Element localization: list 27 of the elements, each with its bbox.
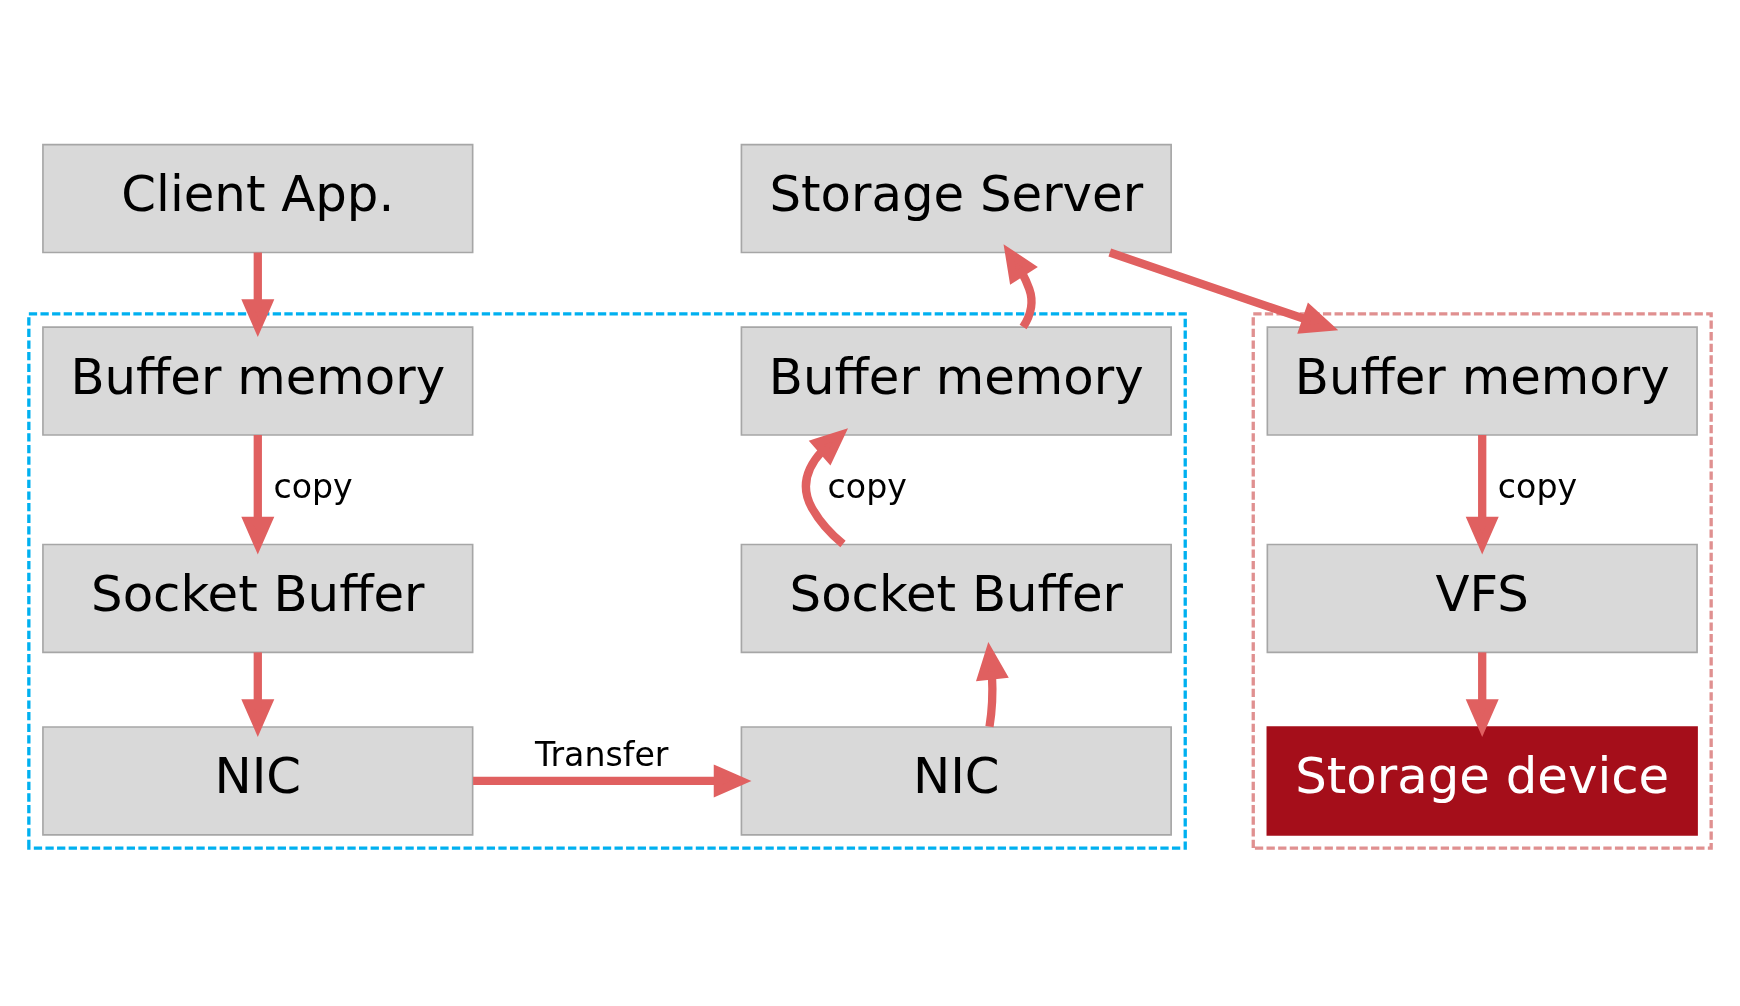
arrow [473,764,752,798]
node-box: NIC [740,726,1172,836]
node-box: Socket Buffer [740,543,1172,654]
edge-label: copy [273,467,353,507]
node-box: Storage device [1266,726,1698,836]
arrow [976,642,1009,728]
arrow [1465,652,1499,737]
node-box: Buffer memory [1266,326,1698,436]
node-box: Storage Server [740,143,1172,254]
edge-label: Transfer [535,734,669,774]
arrow [241,252,275,338]
node-box: Socket Buffer [42,543,474,654]
node-box: Buffer memory [42,326,474,436]
node-box: NIC [42,726,474,836]
node-box: Client App. [42,143,474,254]
node-box: Buffer memory [740,326,1172,436]
node-box: VFS [1266,543,1698,654]
arrow [241,435,275,555]
arrow [1003,244,1038,330]
arrow [801,428,849,548]
edge-label: copy [1497,467,1578,507]
arrow [1465,435,1499,555]
cluster [1251,312,1713,850]
edge-label: copy [827,467,907,507]
arrow [1108,248,1339,334]
arrow [241,652,275,737]
cluster [27,312,1187,850]
